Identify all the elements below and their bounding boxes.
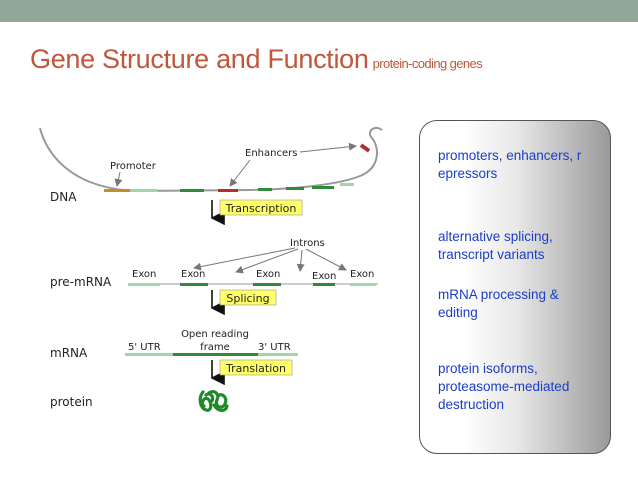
- promoter-label: Promoter: [110, 161, 157, 172]
- exon-label-1: Exon: [132, 269, 156, 280]
- dna-exon-2: [258, 188, 272, 191]
- enhancers-label: Enhancers: [245, 148, 297, 159]
- enhancer-arrow-left: [229, 159, 251, 187]
- dna-segment-light: [130, 189, 158, 192]
- dna-exon-4: [312, 186, 334, 189]
- translation-box: [219, 359, 293, 376]
- mrna-utr3: [258, 353, 298, 356]
- pre-mrna-exon-2: [180, 283, 208, 286]
- pre-mrna-exon-4: [313, 283, 335, 286]
- title-main: Gene Structure and Function: [30, 44, 369, 74]
- dna-enhancer-mark: [218, 189, 238, 192]
- pre-mrna-strand: [128, 283, 378, 286]
- exon-label-4: Exon: [312, 271, 336, 282]
- intron-arrow-1: [193, 247, 296, 271]
- note-splicing-variants: alternative splicing, transcript variant…: [438, 229, 553, 262]
- dna-exon-3: [286, 187, 304, 190]
- enhancer-arrow-right: [299, 142, 357, 153]
- pre-mrna-exon-1: [128, 283, 160, 286]
- intron-arrow-3: [296, 249, 305, 272]
- utr5-label: 5' UTR: [128, 342, 161, 353]
- note-regulatory-elements: promoters, enhancers, r epressors: [438, 148, 582, 181]
- protein-row-label: protein: [50, 395, 93, 409]
- dna-exon-1: [180, 189, 204, 192]
- promoter-region: [104, 189, 130, 192]
- protein-blob-icon: [198, 389, 229, 412]
- transcription-label: Transcription: [225, 202, 297, 215]
- pre-mrna-row-label: pre-mRNA: [50, 275, 112, 289]
- title-subtitle: protein-coding genes: [372, 56, 483, 71]
- note-mrna-processing: mRNA processing & editing: [438, 287, 559, 320]
- top-band: [0, 0, 638, 22]
- translation-label: Translation: [225, 362, 286, 375]
- intron-arrow-2: [235, 248, 299, 274]
- pre-mrna-exon-5: [350, 283, 376, 286]
- orf-label-line2: frame: [200, 342, 230, 353]
- intron-arrow-4: [305, 248, 347, 271]
- exon-label-3: Exon: [256, 269, 280, 280]
- dna-strand: [39, 126, 383, 193]
- orf-label-line1: Open reading: [181, 329, 249, 340]
- splicing-box: [219, 289, 277, 306]
- mrna-utr5: [125, 353, 173, 356]
- note-protein-isoforms: protein isoforms, proteasome-mediated de…: [438, 361, 570, 412]
- utr3-label: 3' UTR: [258, 342, 291, 353]
- distal-enhancer: [359, 143, 371, 153]
- mrna-orf: [173, 353, 258, 356]
- introns-label: Introns: [290, 238, 325, 249]
- exon-label-5: Exon: [350, 269, 374, 280]
- splicing-label: Splicing: [226, 292, 269, 305]
- dna-row-label: DNA: [50, 190, 77, 204]
- mrna-row-label: mRNA: [50, 346, 88, 360]
- promoter-arrow: [114, 171, 123, 187]
- mrna-strand: [125, 353, 298, 356]
- dna-segment-light-2: [340, 183, 354, 186]
- notes-panel: [419, 120, 611, 454]
- exon-label-2: Exon: [181, 269, 205, 280]
- pre-mrna-exon-3: [253, 283, 281, 286]
- transcription-box: [219, 199, 303, 216]
